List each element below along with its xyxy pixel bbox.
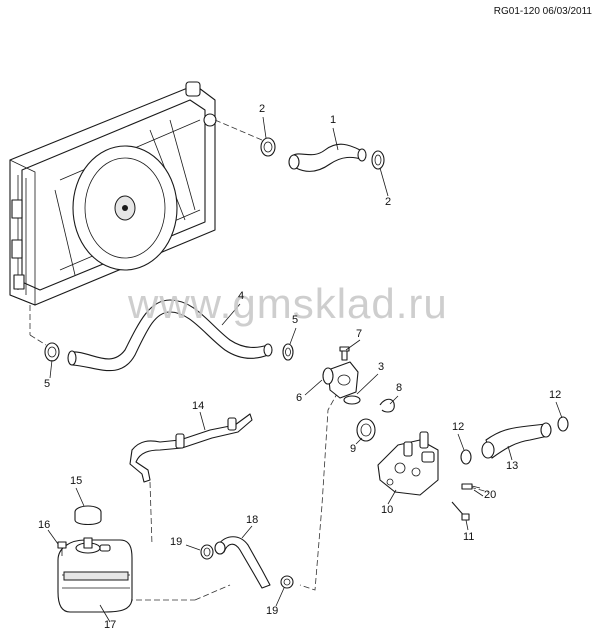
callout-19: 19	[266, 605, 279, 617]
callout-2: 2	[385, 196, 392, 208]
hose-clamp	[200, 544, 214, 560]
thermostat	[356, 418, 376, 442]
callout-12: 12	[549, 389, 562, 401]
lower-radiator-hose	[67, 299, 273, 372]
callout-13: 13	[506, 460, 519, 472]
callout-9: 9	[350, 443, 357, 455]
callout-17: 17	[104, 619, 117, 631]
surge-tank-cap	[74, 505, 102, 526]
hose-clamp	[280, 575, 294, 589]
upper-radiator-hose	[288, 143, 367, 172]
hose-clamp	[260, 137, 276, 157]
overflow-hose	[129, 413, 253, 483]
callout-5: 5	[44, 378, 51, 390]
callout-3: 3	[378, 361, 385, 373]
radiator-fan-assembly	[9, 81, 217, 306]
thermostat-housing	[322, 361, 359, 399]
o-ring	[460, 449, 472, 465]
o-ring	[557, 416, 569, 432]
callout-14: 14	[192, 400, 205, 412]
callout-2: 2	[259, 103, 266, 115]
bolt	[339, 346, 350, 361]
coolant-surge-tank	[57, 537, 133, 613]
callout-10: 10	[381, 504, 394, 516]
callout-12: 12	[452, 421, 465, 433]
callout-6: 6	[296, 392, 303, 404]
callout-8: 8	[396, 382, 403, 394]
bypass-hose	[481, 422, 552, 459]
bolt	[57, 541, 67, 556]
callout-16: 16	[38, 519, 51, 531]
leader-lines	[47, 116, 563, 623]
hose-clamp	[282, 343, 294, 361]
seal-clip	[379, 398, 395, 413]
callout-11: 11	[463, 531, 475, 543]
callout-19: 19	[170, 536, 183, 548]
callout-7: 7	[356, 328, 363, 340]
callout-5: 5	[292, 314, 299, 326]
reference-code: RG01-120 06/03/2011	[493, 6, 592, 17]
stud	[461, 483, 481, 490]
water-outlet-housing	[377, 431, 439, 496]
callout-1: 1	[330, 114, 337, 126]
hose-clamp	[371, 150, 385, 170]
watermark: www.gmsklad.ru	[128, 280, 448, 327]
callout-18: 18	[246, 514, 259, 526]
callout-4: 4	[238, 290, 245, 302]
hose-clamp	[44, 342, 60, 362]
bolt	[451, 501, 470, 521]
thermostat-seal	[343, 395, 361, 405]
callout-15: 15	[70, 475, 83, 487]
surge-tank-hose	[214, 536, 271, 589]
callout-20: 20	[484, 489, 497, 501]
